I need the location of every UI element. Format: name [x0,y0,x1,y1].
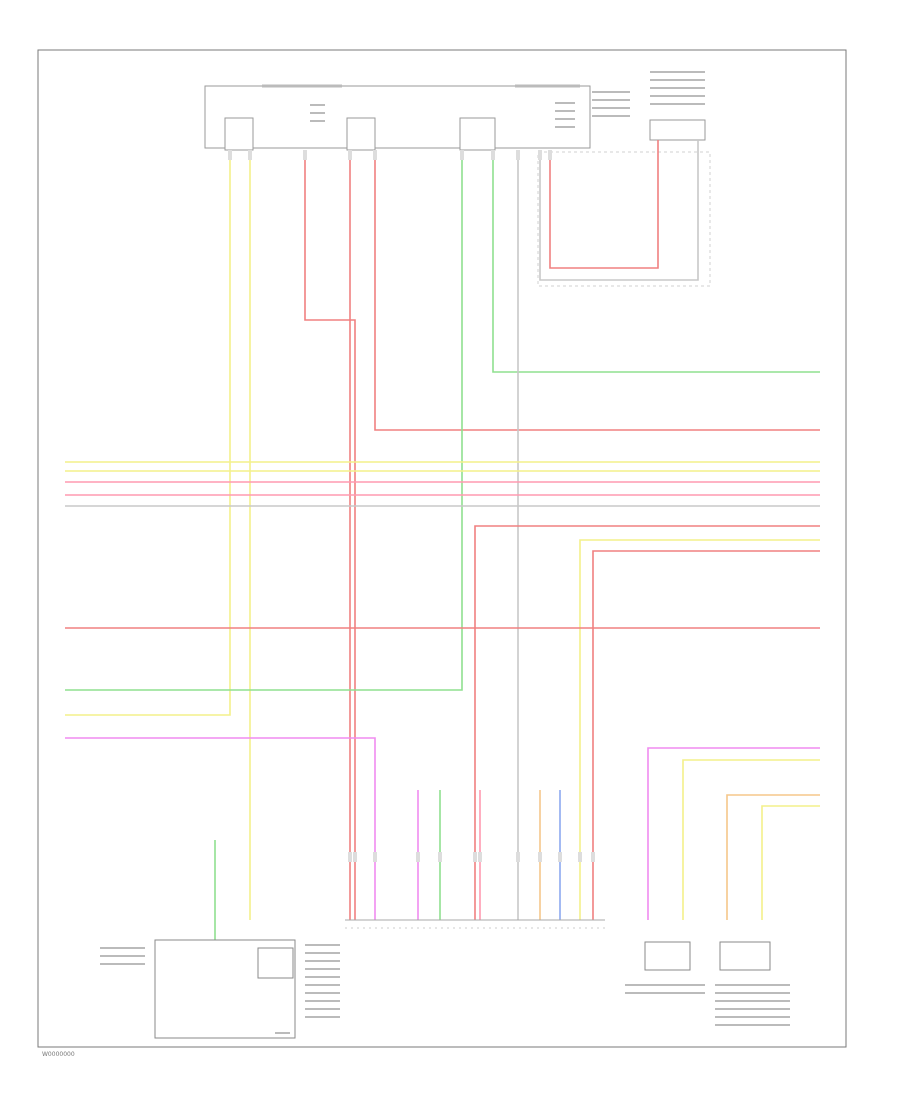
connector-pin [558,852,562,862]
connector-pin [373,852,377,862]
connector-pin [248,150,252,160]
bottom-left-module [100,939,340,1039]
w-magenta-right [647,747,820,920]
shield-loop-border [537,151,711,287]
wire-group [65,140,820,940]
connector-pin [591,852,595,862]
w-pink-vertical-3 [374,150,820,431]
w-red-top-loop [549,140,659,269]
connector-pin [373,150,377,160]
connector-pin [303,150,307,160]
connector-pin [353,852,357,862]
connector-pin [538,150,542,160]
w-red-mid-2 [592,550,820,920]
w-yellow-mid [579,539,820,920]
bottom-right-sensor-1 [625,941,705,994]
connector-pin [228,150,232,160]
w-red-mid-1 [474,525,820,920]
connector-pin [548,150,552,160]
connector-pin [473,852,477,862]
connector-pin [348,852,352,862]
top-right-sensor [649,71,706,141]
connector-pin [478,852,482,862]
connector-pin [516,150,520,160]
diagram-code: W0000000 [42,1051,75,1058]
connector-pin [460,150,464,160]
w-yellow-right-2 [761,805,820,920]
w-orange-right [726,794,820,920]
w-pink-vertical-1 [304,150,356,920]
w-yellow-left [65,150,231,716]
connector-pin [438,852,442,862]
connector-pin [416,852,420,862]
connector-pin [491,150,495,160]
w-magenta-left [65,737,376,920]
connector-pin [538,852,542,862]
w-yellow-right-1 [682,759,820,920]
diagram-frame [37,49,847,1048]
w-green-1 [65,150,463,691]
top-control-module [204,84,630,151]
bottom-right-sensor-2 [715,941,790,1026]
connector-pin [348,150,352,160]
connector-pin [516,852,520,862]
bottom-connector-strip [345,919,605,929]
w-gray-top-loop [539,140,699,281]
connector-pin [578,852,582,862]
w-green-2 [492,150,820,373]
